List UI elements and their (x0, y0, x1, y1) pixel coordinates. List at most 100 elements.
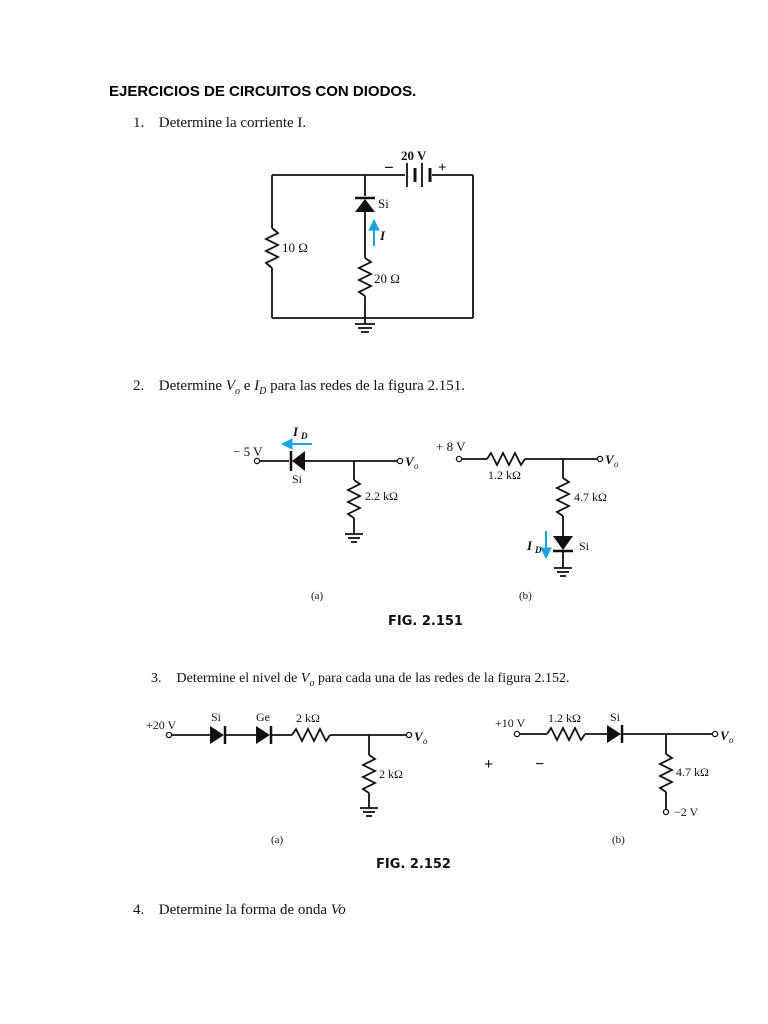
fig2151a-diode-label: Si (292, 472, 303, 486)
fig2151a-current-arrow (280, 438, 312, 450)
fig2151b-current-arrow (540, 531, 552, 560)
document-title: EJERCICIOS DE CIRCUITOS CON DIODOS. (109, 83, 417, 100)
fig2151b-ground-icon (554, 567, 572, 577)
fig2151b-output-terminal (596, 455, 604, 463)
fig2152b-resistor-2 (657, 753, 675, 793)
fig2152a-diode-si (210, 726, 227, 744)
question-3-text-pre: Determine el nivel de (176, 671, 301, 686)
question-2-v-sub: o (234, 386, 240, 397)
fig2152b-output-label: V (720, 728, 730, 743)
question-4-number: 4. (133, 902, 145, 918)
fig2152b-caption: (b) (612, 834, 625, 846)
figure-2152-caption: FIG. 2.152 (376, 857, 451, 872)
fig2152a-r2-label: 2 kΩ (379, 767, 403, 781)
circuit-1-r2-label: 20 Ω (374, 271, 400, 286)
figure-2151-caption: FIG. 2.151 (388, 614, 463, 629)
fig2152b-r2-label: 4.7 kΩ (676, 765, 709, 779)
fig2151b-output-label: V (605, 452, 615, 467)
question-4-text: Determine la forma de onda (158, 902, 331, 918)
fig2152-stray-plus: + (484, 756, 493, 773)
fig2151b-source-label: + 8 V (436, 439, 466, 454)
question-2: 2. Determine Vo e ID para las redes de l… (133, 378, 465, 397)
circuit-1-resistor-20 (356, 257, 374, 297)
fig2151a-resistor-label: 2.2 kΩ (365, 489, 398, 503)
fig2151b-r2-label: 4.7 kΩ (574, 490, 607, 504)
circuit-1-plus-sign: + (438, 160, 447, 176)
fig2151b-current-label: I (526, 538, 533, 553)
fig2152a-caption: (a) (271, 834, 284, 846)
fig2152a-output-sub: o (423, 736, 428, 746)
fig2152b-bottom-label: −2 V (674, 805, 699, 819)
fig2152a-resistor-1 (291, 726, 331, 744)
circuit-1-diode-label: Si (378, 196, 389, 211)
fig2151a-caption: (a) (311, 590, 324, 602)
fig2151b-diode-label: Si (579, 539, 590, 553)
question-2-text-post: para las redes de la figura 2.151. (266, 378, 466, 394)
circuit-1-source-label: 20 V (401, 148, 427, 163)
fig2151a-output-terminal (396, 457, 404, 465)
fig2152a-output-label: V (414, 729, 424, 744)
question-4: 4. Determine la forma de onda Vo (133, 902, 346, 919)
question-1: 1. Determine la corriente I. (133, 115, 306, 132)
fig2151b-resistor-2 (554, 477, 572, 517)
circuit-1-current-arrow (368, 218, 380, 246)
fig2152b-resistor-1 (546, 725, 586, 743)
fig2151a-current-label: I (292, 424, 299, 439)
fig2151a-output-sub: o (414, 461, 419, 471)
fig2152b-bottom-terminal (662, 808, 670, 816)
fig2152b-r1-label: 1.2 kΩ (548, 711, 581, 725)
fig2152a-ground-icon (360, 807, 378, 817)
fig2151a-current-sub: D (300, 431, 308, 441)
question-3-text-post: para cada una de las redes de la figura … (314, 671, 570, 686)
fig2152b-source-terminal (513, 730, 521, 738)
fig2152-stray-minus: − (535, 756, 544, 773)
fig2151a-source-label: − 5 V (233, 444, 263, 459)
question-2-i-symbol: I (254, 378, 260, 394)
fig2151b-current-sub: D (534, 545, 542, 555)
question-1-number: 1. (133, 115, 145, 131)
question-2-text-mid: e (239, 378, 255, 394)
question-2-text-pre: Determine (158, 378, 226, 394)
fig2152a-source-label: +20 V (146, 718, 177, 732)
circuit-1-resistor-10 (263, 227, 281, 269)
question-3-v-symbol: V (300, 671, 310, 686)
question-1-text: Determine la corriente I. (158, 115, 307, 131)
question-3-v-sub: o (309, 677, 315, 689)
question-3: 3. Determine el nivel de Vo para cada un… (151, 671, 569, 689)
fig2152b-diode (607, 725, 624, 743)
fig2152b-output-sub: o (729, 735, 734, 745)
question-2-number: 2. (133, 378, 145, 394)
fig2151b-output-sub: o (614, 459, 619, 469)
question-2-v-symbol: V (225, 378, 235, 394)
fig2151a-ground-icon (345, 533, 363, 543)
fig2152a-resistor-2 (360, 754, 378, 794)
fig2151b-resistor-1 (486, 450, 526, 468)
fig2152b-source-label: +10 V (495, 716, 526, 730)
circuit-1-ground-icon (355, 318, 375, 333)
fig2152b-output-terminal (711, 730, 719, 738)
fig2152a-diode-ge (256, 726, 273, 744)
fig2151b-r1-label: 1.2 kΩ (488, 468, 521, 482)
circuit-1-current-label: I (379, 228, 386, 243)
circuit-1-r1-label: 10 Ω (282, 240, 308, 255)
fig2151b-source-terminal (455, 455, 463, 463)
circuit-1-diode (355, 196, 375, 212)
fig2151a-output-label: V (405, 454, 415, 469)
fig2152a-output-terminal (405, 731, 413, 739)
fig2152a-d1-label: Si (211, 710, 222, 724)
fig2152b-diode-label: Si (610, 710, 621, 724)
fig2152a-d2-label: Ge (256, 710, 270, 724)
question-3-number: 3. (151, 671, 162, 686)
fig2152a-r1-label: 2 kΩ (296, 711, 320, 725)
question-2-i-sub: D (259, 386, 267, 397)
fig2151a-resistor (345, 479, 363, 519)
fig2151b-caption: (b) (519, 590, 532, 602)
fig2152a-source-terminal (165, 731, 173, 739)
question-4-text-italic: Vo (330, 902, 346, 918)
circuit-1-minus-sign: − (384, 158, 394, 177)
fig2151a-source-terminal (253, 457, 261, 465)
fig2151a-diode (289, 451, 305, 471)
